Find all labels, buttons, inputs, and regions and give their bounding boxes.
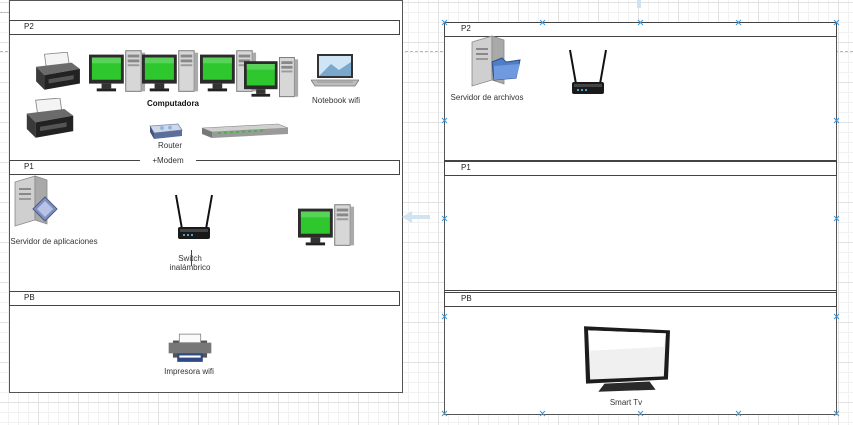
connector-line [191, 250, 192, 266]
floor-label: PB [461, 294, 472, 303]
computer-icon[interactable] [89, 50, 147, 94]
notebook-label: Notebook wifi [311, 96, 361, 105]
wireless-access-point-icon[interactable] [566, 48, 610, 98]
wifi-printer-label: Impresora wifi [164, 367, 214, 376]
floor-label: P1 [24, 162, 34, 171]
resize-handle[interactable] [441, 313, 448, 320]
resize-handle[interactable] [441, 117, 448, 124]
printer-icon[interactable] [34, 52, 82, 92]
router-icon[interactable] [148, 120, 184, 140]
computer-icon[interactable] [142, 50, 200, 94]
computer-icon[interactable] [244, 56, 300, 100]
resize-handle[interactable] [637, 19, 644, 26]
document-badge-icon [32, 196, 58, 222]
guide-line [0, 12, 10, 13]
guide-line [0, 51, 853, 52]
floor-divider [444, 160, 837, 161]
wifi-printer-icon[interactable] [166, 332, 214, 364]
computer-icon[interactable] [298, 204, 356, 248]
right-floor-pb-header[interactable]: PB [444, 292, 837, 307]
application-server-label: Servidor de aplicaciones [10, 237, 98, 246]
resize-handle[interactable] [539, 19, 546, 26]
floor-label: P1 [461, 163, 471, 172]
floor-label: P2 [461, 24, 471, 33]
resize-handle[interactable] [833, 313, 840, 320]
resize-handle[interactable] [735, 410, 742, 417]
smart-tv-icon[interactable] [584, 326, 670, 392]
resize-handle[interactable] [833, 215, 840, 222]
router-label: Router [157, 141, 182, 150]
resize-handle[interactable] [833, 117, 840, 124]
file-server-label: Servidor de archivos [450, 93, 524, 102]
resize-handle[interactable] [637, 410, 644, 417]
floor-divider [444, 290, 837, 291]
notebook-icon[interactable] [311, 54, 359, 88]
left-floor-pb-header[interactable]: PB [9, 291, 400, 306]
right-floor-p1-header[interactable]: P1 [444, 161, 837, 176]
left-floor-p1-header[interactable]: P1 [9, 160, 400, 175]
computers-label: Computadora [147, 99, 199, 108]
resize-handle[interactable] [833, 19, 840, 26]
smart-tv-label: Smart Tv [609, 398, 643, 407]
printer-icon[interactable] [24, 98, 76, 140]
switch-hub-icon[interactable] [202, 122, 288, 140]
resize-handle[interactable] [441, 19, 448, 26]
drag-arrow-icon[interactable] [402, 210, 430, 224]
left-floor-p2-header[interactable]: P2 [9, 20, 400, 35]
modem-label: +Modem [140, 156, 196, 165]
drag-arrow-icon[interactable] [632, 0, 646, 8]
wireless-switch-icon[interactable] [172, 193, 216, 243]
floor-label: PB [24, 293, 35, 302]
folder-icon [491, 57, 521, 81]
resize-handle[interactable] [833, 410, 840, 417]
wireless-switch-label: Switch inalámbrico [169, 254, 211, 272]
floor-label: P2 [24, 22, 34, 31]
resize-handle[interactable] [441, 215, 448, 222]
resize-handle[interactable] [735, 19, 742, 26]
resize-handle[interactable] [441, 410, 448, 417]
resize-handle[interactable] [539, 410, 546, 417]
